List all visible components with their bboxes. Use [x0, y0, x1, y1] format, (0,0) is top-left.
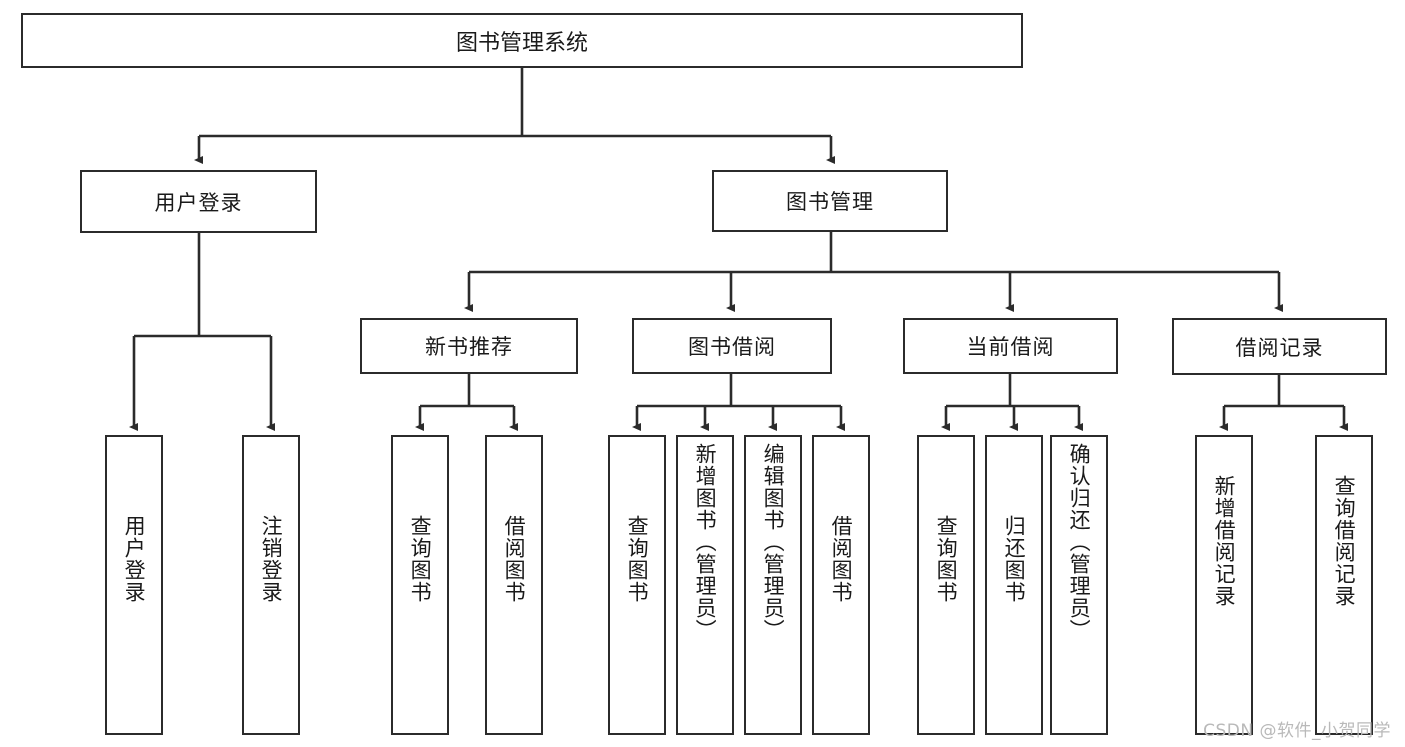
leaf-confirm-return[interactable]: 确认归还（管理员） — [1050, 435, 1108, 735]
leaf-borrow-book-1-label: 借阅图书 — [502, 515, 527, 603]
node-root-label: 图书管理系统 — [455, 30, 588, 56]
leaf-edit-book-label: 编辑图书（管理员） — [761, 443, 786, 641]
leaf-logout[interactable]: 注销登录 — [242, 435, 300, 735]
node-new-book-rec-label: 新书推荐 — [425, 335, 513, 359]
leaf-query-book-3-label: 查询图书 — [934, 515, 959, 603]
node-book-manage-label: 图书管理 — [786, 190, 874, 214]
leaf-query-book-3[interactable]: 查询图书 — [917, 435, 975, 735]
leaf-logout-label: 注销登录 — [259, 515, 284, 603]
leaf-query-book-2-label: 查询图书 — [625, 515, 650, 603]
node-borrow-record-label: 借阅记录 — [1235, 335, 1324, 360]
leaf-edit-book[interactable]: 编辑图书（管理员） — [744, 435, 802, 735]
leaf-user-login[interactable]: 用户登录 — [105, 435, 163, 735]
leaf-add-record-label: 新增借阅记录 — [1212, 475, 1237, 607]
node-current-borrow[interactable]: 当前借阅 — [903, 318, 1118, 374]
leaf-borrow-book-2-label: 借阅图书 — [829, 515, 854, 603]
leaf-query-book-2[interactable]: 查询图书 — [608, 435, 666, 735]
node-borrow-record[interactable]: 借阅记录 — [1172, 318, 1387, 375]
leaf-confirm-return-label: 确认归还（管理员） — [1067, 443, 1092, 641]
leaf-user-login-label: 用户登录 — [122, 515, 147, 603]
leaf-add-book-label: 新增图书（管理员） — [693, 443, 718, 641]
leaf-query-record-label: 查询借阅记录 — [1332, 475, 1357, 607]
node-user-login[interactable]: 用户登录 — [80, 170, 317, 233]
node-book-borrow-label: 图书借阅 — [688, 335, 776, 359]
watermark: CSDN @软件_小贺同学 — [1203, 721, 1391, 741]
leaf-add-record[interactable]: 新增借阅记录 — [1195, 435, 1253, 735]
node-root[interactable]: 图书管理系统 — [21, 13, 1023, 68]
node-book-manage[interactable]: 图书管理 — [712, 170, 948, 232]
node-new-book-rec[interactable]: 新书推荐 — [360, 318, 578, 374]
leaf-query-book-1[interactable]: 查询图书 — [391, 435, 449, 735]
leaf-return-book-label: 归还图书 — [1002, 515, 1027, 603]
leaf-add-book[interactable]: 新增图书（管理员） — [676, 435, 734, 735]
node-book-borrow[interactable]: 图书借阅 — [632, 318, 832, 374]
leaf-query-book-1-label: 查询图书 — [408, 515, 433, 603]
leaf-query-record[interactable]: 查询借阅记录 — [1315, 435, 1373, 735]
node-user-login-label: 用户登录 — [154, 190, 243, 215]
leaf-return-book[interactable]: 归还图书 — [985, 435, 1043, 735]
node-current-borrow-label: 当前借阅 — [966, 335, 1055, 359]
leaf-borrow-book-1[interactable]: 借阅图书 — [485, 435, 543, 735]
leaf-borrow-book-2[interactable]: 借阅图书 — [812, 435, 870, 735]
